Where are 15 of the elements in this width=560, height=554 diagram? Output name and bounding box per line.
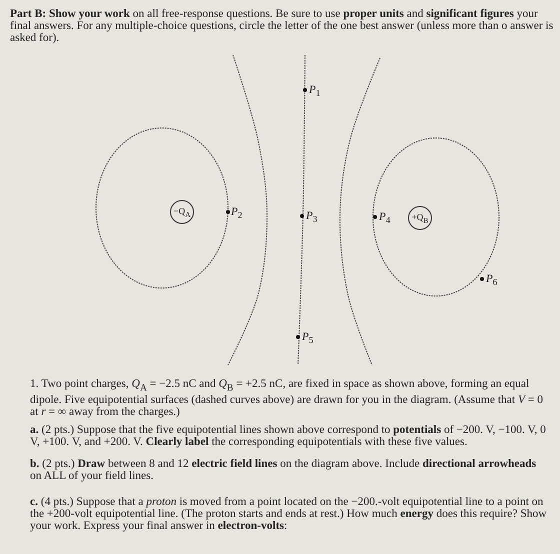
point-label: P$_{4}$ — [379, 211, 390, 226]
charge-circle — [408, 206, 432, 230]
question-text: a. (2 pts.) Suppose that the five equipotential lines shown above correspond to potentials of −200. V, −100. V, 0 V, +100. V, and +200. V. Clearly label the corresponding equipotentials with these five values. — [30, 424, 547, 448]
charge-label: +Q$_{B}$ — [412, 212, 428, 224]
instructions-text: Part B: Show your work on all free-response questions. Be sure to use proper units and significant figures your final answers. For any multiple-choice questions, circle the letter of the one best answer (unless more than o answer is asked for). — [10, 8, 554, 44]
point-label: P$_{5}$ — [302, 331, 314, 346]
question-text: 1. Two point charges, Q$_{A}$ = −2.5 nC and Q$_{B}$ = +2.5 nC, are fixed in space as shown above, forming an equal dipole. Five equipotential surfaces (dashed curves above) are drawn for you in the diagram. (Assume that V = 0 at r = ∞ away from the charges.) — [30, 378, 544, 418]
point-label: P$_{1}$ — [309, 84, 320, 98]
point-label: P$_{2}$ — [231, 206, 242, 220]
charge-label: −Q$_{A}$ — [174, 206, 190, 218]
point-label: P$_{6}$ — [486, 273, 498, 288]
point-label: P$_{3}$ — [306, 210, 318, 224]
question-text: b. (2 pts.) Draw between 8 and 12 electric field lines on the diagram above. Include directional arrowheads on ALL of your field lines. — [30, 458, 538, 482]
charge-circle — [170, 200, 194, 224]
question-text: c. (4 pts.) Suppose that a proton is moved from a point located on the −200.-volt equipotential line to a point on the +200-volt equipotential line. (The proton starts and ends at rest.) How much energy does this require? Show your work. Express your final answer in electron-volts: — [30, 496, 548, 532]
